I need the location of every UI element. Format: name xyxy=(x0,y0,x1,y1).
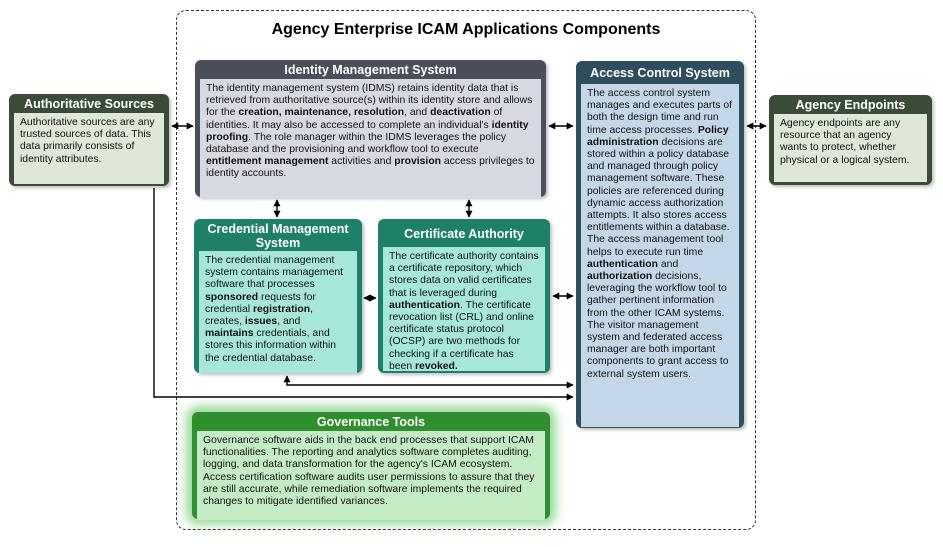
arrow-sources-acs xyxy=(153,188,574,401)
identity-management-system-title: Identity Management System xyxy=(284,63,457,77)
certificate-authority-title: Certificate Authority xyxy=(404,227,524,241)
agency-endpoints-text: Agency endpoints are any resource that a… xyxy=(774,114,927,182)
governance-tools-title: Governance Tools xyxy=(316,415,426,429)
agency-endpoints-title: Agency Endpoints xyxy=(795,98,906,112)
access-control-system-title: Access Control System xyxy=(590,66,730,80)
credential-management-system-text: The credential management system contain… xyxy=(199,251,357,373)
identity-management-system-box: Identity Management System The identity … xyxy=(195,60,546,198)
governance-tools-text: Governance software aids in the back end… xyxy=(197,431,545,520)
certificate-authority-text: The certificate authority contains a cer… xyxy=(383,247,545,372)
authoritative-sources-text: Authoritative sources are any trusted so… xyxy=(14,113,164,184)
access-control-system-text: The access control system manages and ex… xyxy=(581,84,739,427)
diagram-title: Agency Enterprise ICAM Applications Comp… xyxy=(271,21,661,38)
authoritative-sources-title: Authoritative Sources xyxy=(24,97,154,111)
credential-management-system-title: Credential Management System xyxy=(207,222,349,250)
access-control-system-box: Access Control System The access control… xyxy=(576,61,744,428)
identity-management-system-text: The identity management system (IDMS) re… xyxy=(200,79,541,198)
credential-management-system-box: Credential Management System The credent… xyxy=(194,219,362,373)
certificate-authority-box: Certificate Authority The certificate au… xyxy=(378,219,550,373)
authoritative-sources-box: Authoritative Sources Authoritative sour… xyxy=(9,94,169,186)
ecosystem-boundary xyxy=(176,10,756,530)
governance-tools-box: Governance Tools Governance software aid… xyxy=(192,412,550,520)
arrow-cms-acs xyxy=(283,375,574,389)
agency-endpoints-box: Agency Endpoints Agency endpoints are an… xyxy=(769,95,932,185)
